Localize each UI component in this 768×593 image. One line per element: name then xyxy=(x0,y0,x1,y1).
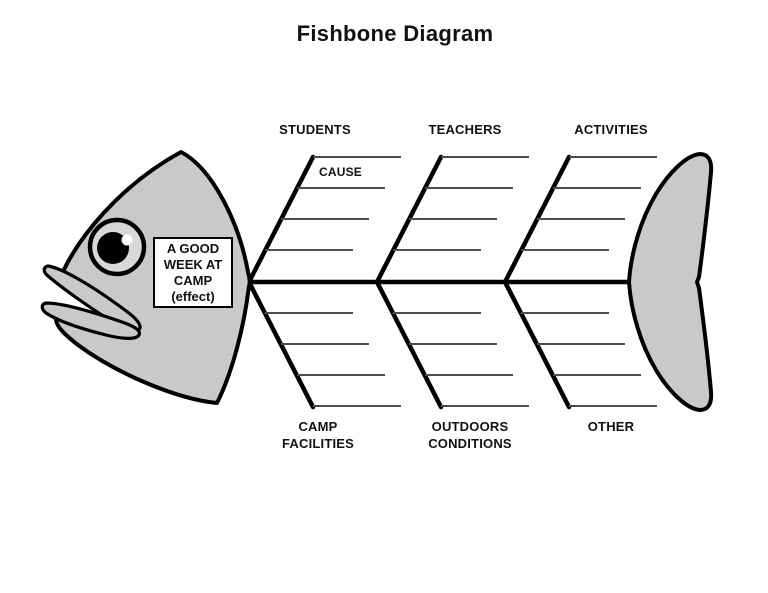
category-label-teachers: TEACHERS xyxy=(428,122,502,137)
effect-box-line: WEEK AT xyxy=(163,256,223,272)
bone-other xyxy=(502,279,657,410)
bone-outdoors-conditions xyxy=(374,279,529,410)
fish-eye-highlight xyxy=(121,234,133,246)
bone-teachers xyxy=(374,154,529,285)
category-label-camp-facilities: CAMP FACILITIES xyxy=(281,419,355,451)
category-label-other: OTHER xyxy=(587,419,635,434)
fish-eye-pupil xyxy=(97,232,129,264)
cause-label: CAUSE xyxy=(319,165,363,179)
effect-box: A GOOD WEEK AT CAMP (effect) xyxy=(153,237,233,308)
fish-tail-shape xyxy=(627,152,714,412)
effect-box-line: A GOOD xyxy=(166,240,220,256)
bone-camp-facilities xyxy=(246,279,401,410)
bone-activities xyxy=(502,154,657,285)
fish-lower-lip xyxy=(40,301,141,340)
category-label-students: STUDENTS xyxy=(279,122,351,137)
category-label-activities: ACTIVITIES xyxy=(574,122,648,137)
bone-students xyxy=(246,154,401,285)
effect-box-line: (effect) xyxy=(171,288,215,304)
page-title: Fishbone Diagram xyxy=(296,21,494,46)
effect-box-line: CAMP xyxy=(173,272,213,288)
category-label-outdoors-conditions: OUTDOORS CONDITIONS xyxy=(428,419,512,451)
